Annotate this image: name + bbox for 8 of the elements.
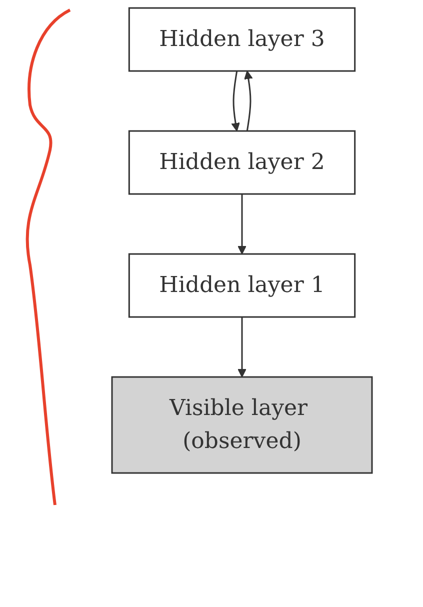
arrow [237,194,246,254]
arrow [244,70,252,132]
arrow [230,70,240,132]
node-box: Visible layer (observed) [110,376,372,474]
node-box: Hidden layer 1 [128,253,356,318]
node-box: Hidden layer 3 [128,7,356,72]
node-box: Hidden layer 2 [128,130,356,195]
arrow [237,317,246,378]
